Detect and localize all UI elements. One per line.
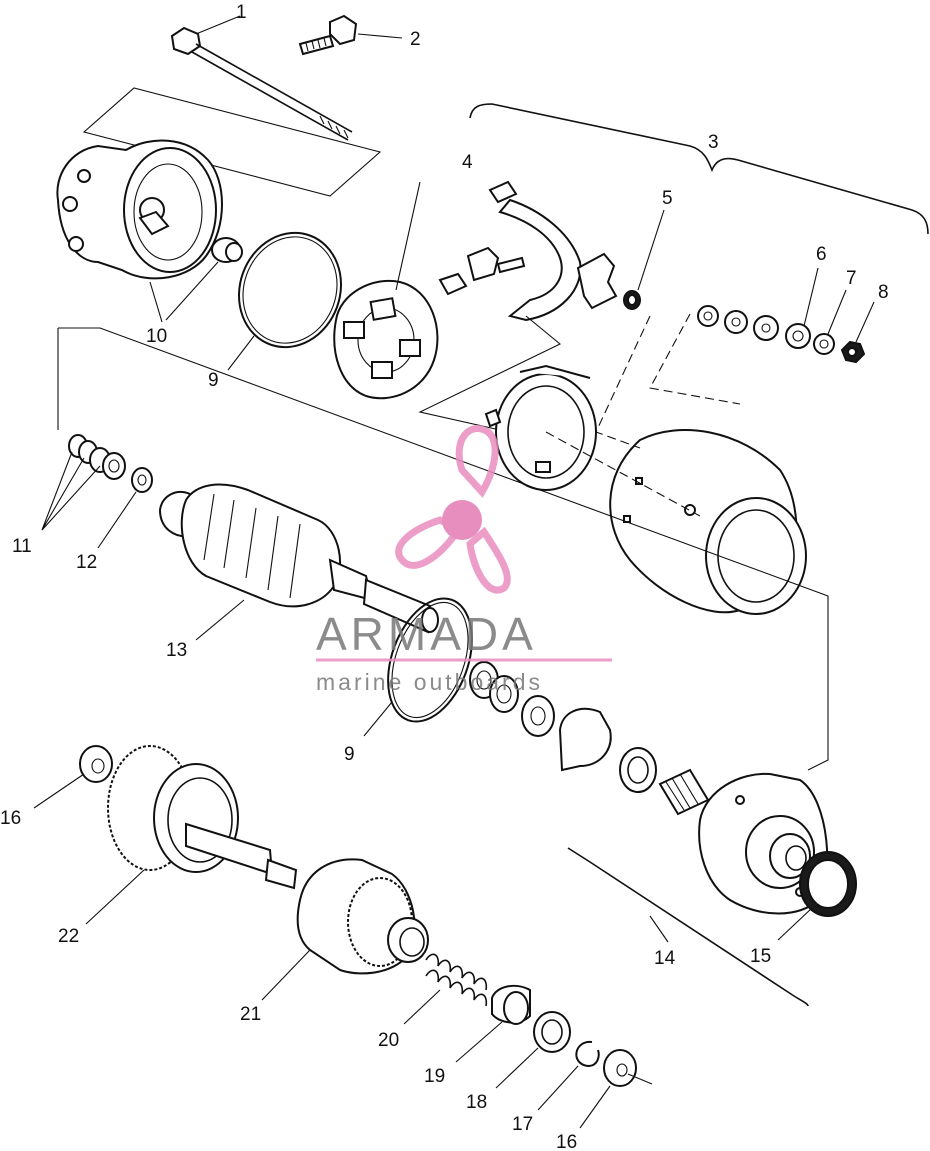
callout-17: 17 [512,1114,533,1135]
pinion-shaft [107,745,298,890]
bracket-14 [567,847,809,1007]
bearing-retainer [558,707,612,772]
callout-7: 7 [846,268,857,289]
callout-15-leader [777,907,813,941]
callout-16-left: 16 [0,808,21,829]
callout-22-leader [85,869,145,925]
callout-21: 21 [240,1004,261,1025]
callout-9-upper-leader [227,335,255,371]
yoke-ring [484,364,597,491]
bolt-group-outline [82,87,382,197]
callout-5-leader [637,209,665,291]
o-ring-upper [237,231,343,349]
center-line [545,431,701,517]
needle-bearing [658,768,710,816]
watermark-tagline: marine outboards [316,669,543,695]
seal-ring [799,851,857,917]
callout-13: 13 [166,640,187,661]
callout-7-leader [827,289,847,335]
callout-17-leader [537,1065,579,1111]
brush-group-outline [418,315,562,431]
callout-8: 8 [878,282,889,303]
armature-washers [469,661,555,737]
callout-16-left-leader [33,773,85,809]
callout-4-leader [395,181,421,291]
callout-2: 2 [410,29,421,50]
shim-stack [68,434,126,480]
callout-9-lower-leader [363,701,393,737]
callout-11-leaders [41,451,101,531]
armada-watermark: ARMADA marine outboards [316,425,612,695]
rear-end-cover [56,139,223,280]
callout-16-right-leader [579,1085,611,1129]
short-bolt [298,14,358,56]
callout-2-leader [357,33,403,39]
stop-collar [491,984,531,1025]
bushing [211,237,243,263]
washer-12 [131,467,153,493]
callout-19: 19 [424,1066,445,1087]
callout-16-right: 16 [556,1132,577,1151]
callout-19-leader [455,1021,503,1063]
callout-20-leader [403,989,441,1025]
retainer-ring [533,1011,571,1053]
brush-assembly [438,180,618,322]
armature [158,483,439,634]
washer-16-left [79,745,113,783]
callout-14-leader [649,915,669,943]
bracket-3 [469,103,929,235]
callout-11: 11 [12,536,32,557]
snap-ring [575,1040,600,1068]
callout-18: 18 [466,1092,487,1113]
callout-12: 12 [76,552,97,573]
field-frame-dash-1 [595,315,651,449]
brush-holder-plate [333,279,439,400]
callout-6-leader [803,267,819,327]
callout-numbers: 1 2 3 4 5 6 7 8 9 10 11 12 13 9 14 15 16… [0,2,889,1151]
callout-6: 6 [816,244,827,265]
watermark-brand: ARMADA [316,608,537,660]
callout-20: 20 [378,1030,399,1051]
washer-stack [697,305,866,364]
bearing [619,747,657,793]
callout-8-leader [855,301,875,343]
field-frame [609,429,807,615]
spring [425,953,488,1007]
armature-group-outline [58,327,829,771]
callout-3: 3 [708,132,719,153]
callout-5: 5 [662,188,673,209]
o-ring-lower [387,597,473,723]
drive-clutch [296,858,429,975]
field-frame-dash-2 [649,313,741,405]
callout-21-leader [261,949,311,1001]
callout-10: 10 [146,326,167,347]
callout-9-upper: 9 [208,370,219,391]
callout-22: 22 [58,926,79,947]
callout-13-leader [195,599,245,641]
propeller-logo-icon [395,425,511,594]
callout-9-lower: 9 [344,744,355,765]
callout-1-leader [195,15,241,35]
washer-16-right [603,1049,637,1087]
callout-10-leader [149,261,219,323]
callout-15: 15 [750,946,771,967]
o-ring-upper-inner [242,236,338,344]
callout-14: 14 [654,948,676,969]
callout-18-leader [495,1047,539,1089]
callout-1: 1 [236,2,247,23]
through-bolt [170,26,353,141]
callout-4: 4 [462,152,473,173]
callout-12-leader [97,491,137,549]
